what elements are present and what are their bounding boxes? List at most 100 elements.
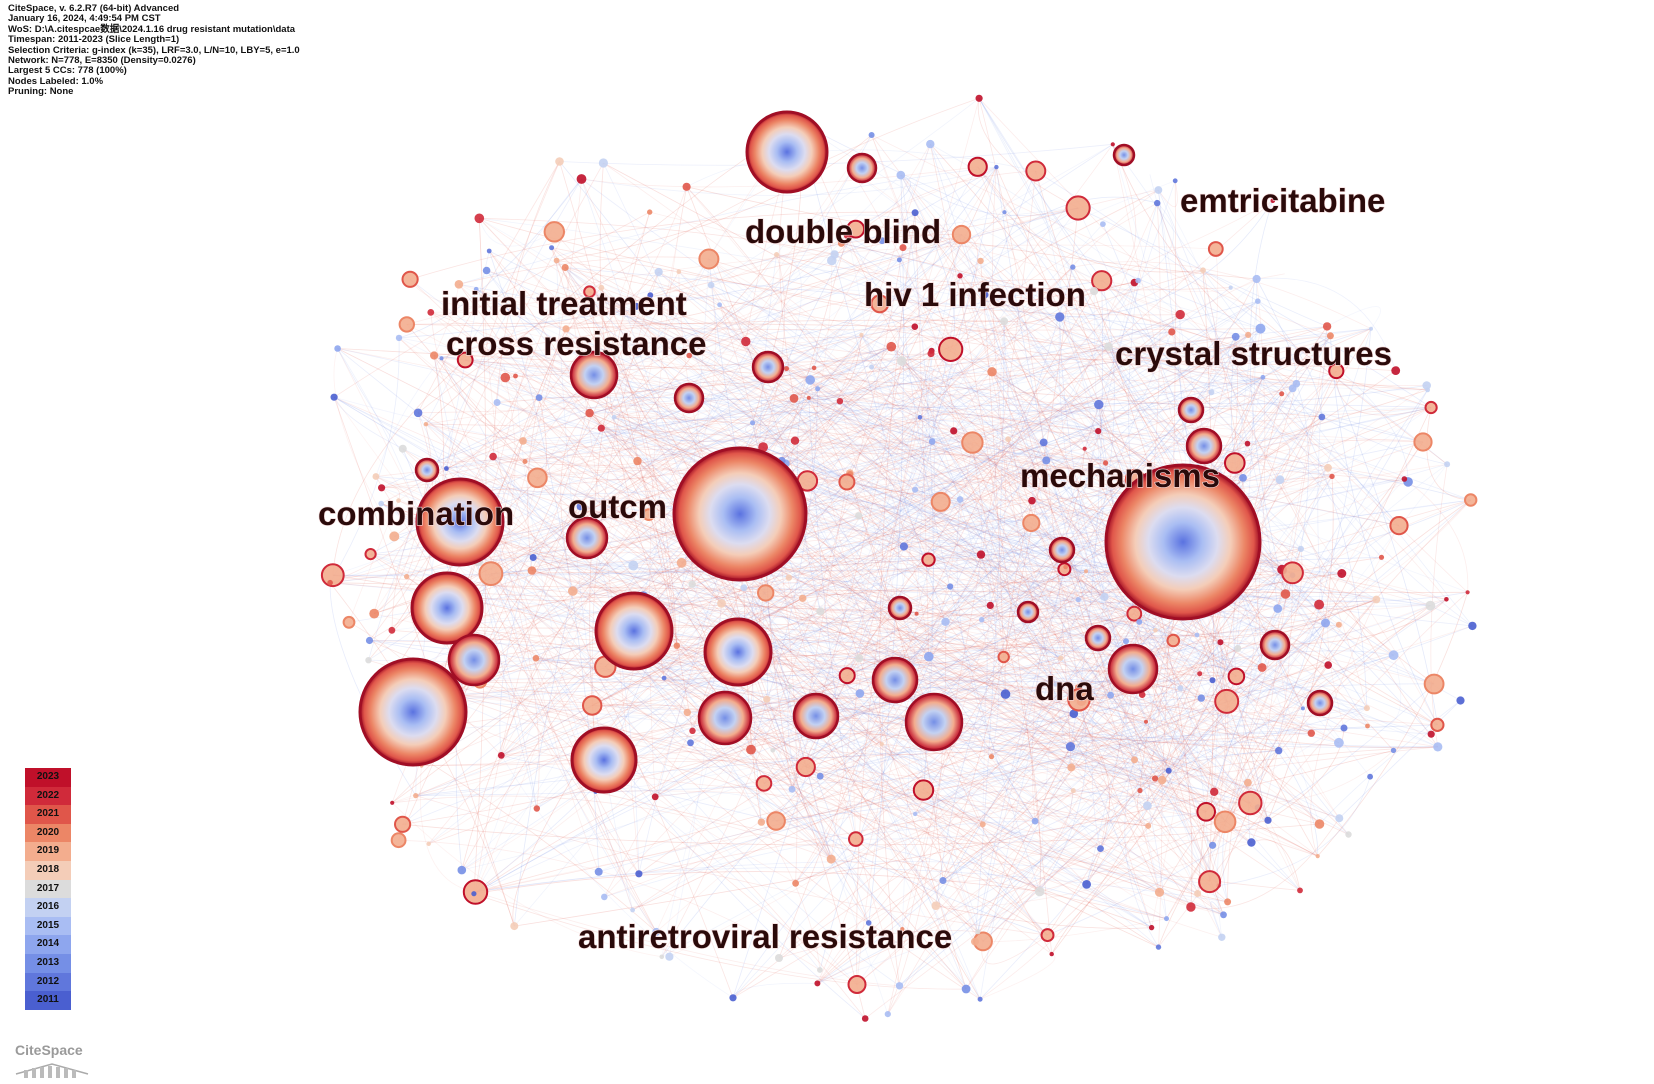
network-hub-node[interactable]	[703, 617, 773, 687]
network-edge	[772, 499, 1471, 751]
network-edge	[449, 640, 1174, 700]
network-hub-node[interactable]	[570, 726, 638, 794]
network-node	[1244, 778, 1252, 787]
network-node	[1069, 709, 1079, 718]
network-node	[430, 351, 439, 360]
network-edge	[392, 795, 832, 860]
network-edge	[601, 400, 841, 442]
network-hub-node[interactable]	[751, 350, 785, 384]
network-hub-node[interactable]	[594, 591, 674, 671]
network-edge	[417, 412, 979, 933]
network-edge	[592, 705, 1215, 793]
network-edge	[333, 211, 650, 398]
network-hub-node[interactable]	[415, 477, 505, 567]
network-node	[1082, 880, 1091, 889]
network-node	[912, 779, 935, 801]
label-dna[interactable]: dna	[1034, 669, 1095, 707]
network-edge	[721, 603, 1228, 903]
network-node	[1028, 496, 1036, 505]
network-node	[1322, 322, 1332, 331]
network-hub-node[interactable]	[1259, 629, 1291, 661]
network-node	[413, 408, 423, 418]
network-node	[527, 566, 537, 575]
label-antiretroviral-resistance[interactable]: antiretroviral resistance	[577, 917, 952, 955]
network-edge	[643, 285, 716, 597]
network-hub-node[interactable]	[904, 692, 964, 752]
network-hub-node[interactable]	[1048, 536, 1076, 564]
network-node	[1196, 802, 1216, 822]
network-node	[394, 815, 412, 833]
network-edge	[706, 407, 1432, 462]
network-hub-node[interactable]	[1107, 643, 1159, 695]
network-hub-node[interactable]	[1306, 689, 1334, 717]
network-edge	[465, 359, 1438, 748]
label-hiv-1-infection[interactable]: hiv 1 infection	[863, 275, 1086, 313]
network-edge	[381, 487, 1340, 819]
network-edge	[1084, 404, 1102, 450]
network-hub-node[interactable]	[887, 595, 913, 621]
network-node	[741, 336, 751, 347]
network-hub-node[interactable]	[871, 656, 919, 704]
network-node	[1335, 621, 1342, 628]
network-edge	[942, 790, 1074, 882]
network-edge	[599, 162, 678, 646]
label-combination[interactable]: combination	[317, 494, 514, 532]
network-node	[836, 398, 844, 405]
network-hub-node[interactable]	[414, 457, 440, 483]
label-cross-resistance[interactable]: cross resistance	[445, 324, 707, 362]
network-hub-node[interactable]	[1104, 463, 1262, 621]
network-edge	[1156, 202, 1439, 748]
network-edge	[650, 294, 902, 362]
network-edge	[654, 143, 931, 797]
network-hub-node[interactable]	[447, 633, 501, 687]
network-edge	[478, 218, 555, 247]
network-edge	[391, 506, 581, 804]
network-hub-node[interactable]	[697, 690, 753, 746]
network-hub-node[interactable]	[1112, 143, 1136, 167]
network-hub-node[interactable]	[1185, 427, 1223, 465]
network-edge	[745, 341, 1269, 821]
network-edge	[527, 287, 602, 571]
network-edge	[1250, 750, 1394, 804]
network-hub-node[interactable]	[569, 350, 619, 400]
network-edge	[592, 334, 1249, 706]
network-edge	[406, 322, 915, 328]
network-edge	[953, 430, 1066, 568]
network-node	[1207, 241, 1224, 257]
network-edge	[389, 613, 1135, 684]
network-edge	[1319, 700, 1461, 825]
label-crystal-structures[interactable]: crystal structures	[1114, 334, 1392, 372]
network-node	[401, 270, 419, 288]
label-emtricitabine[interactable]: emtricitabine	[1179, 181, 1386, 219]
network-hub-node[interactable]	[672, 446, 808, 582]
network-edge	[900, 174, 1082, 702]
network-node	[884, 1011, 891, 1018]
network-node	[957, 273, 963, 279]
network-edge	[1003, 321, 1237, 677]
network-edge	[536, 592, 766, 809]
network-edge	[900, 174, 1086, 449]
network-hub-node[interactable]	[745, 110, 829, 194]
network-hub-node[interactable]	[565, 516, 609, 560]
network-edge	[1224, 407, 1432, 822]
network-hub-node[interactable]	[358, 657, 468, 767]
label-mechanisms[interactable]: mechanisms	[1019, 456, 1220, 494]
network-edge	[572, 280, 1102, 592]
label-initial-treatment[interactable]: initial treatment	[440, 284, 687, 322]
network-node	[1275, 475, 1285, 485]
network-edge	[928, 294, 985, 560]
network-hub-node[interactable]	[410, 571, 484, 645]
network-hub-node[interactable]	[1177, 396, 1205, 424]
network-edge	[329, 337, 400, 583]
network-hub-node[interactable]	[673, 382, 705, 414]
label-outcm[interactable]: outcm	[567, 487, 667, 525]
network-hub-node[interactable]	[846, 152, 878, 184]
network-hub-node[interactable]	[792, 692, 840, 740]
network-edge	[914, 489, 986, 620]
network-hub-node[interactable]	[1016, 600, 1040, 624]
network-edge	[441, 207, 1079, 359]
network-hub-node[interactable]	[1084, 624, 1112, 652]
label-double-blind[interactable]: double blind	[744, 212, 941, 250]
network-edge	[430, 312, 832, 860]
network-edge	[500, 170, 852, 756]
